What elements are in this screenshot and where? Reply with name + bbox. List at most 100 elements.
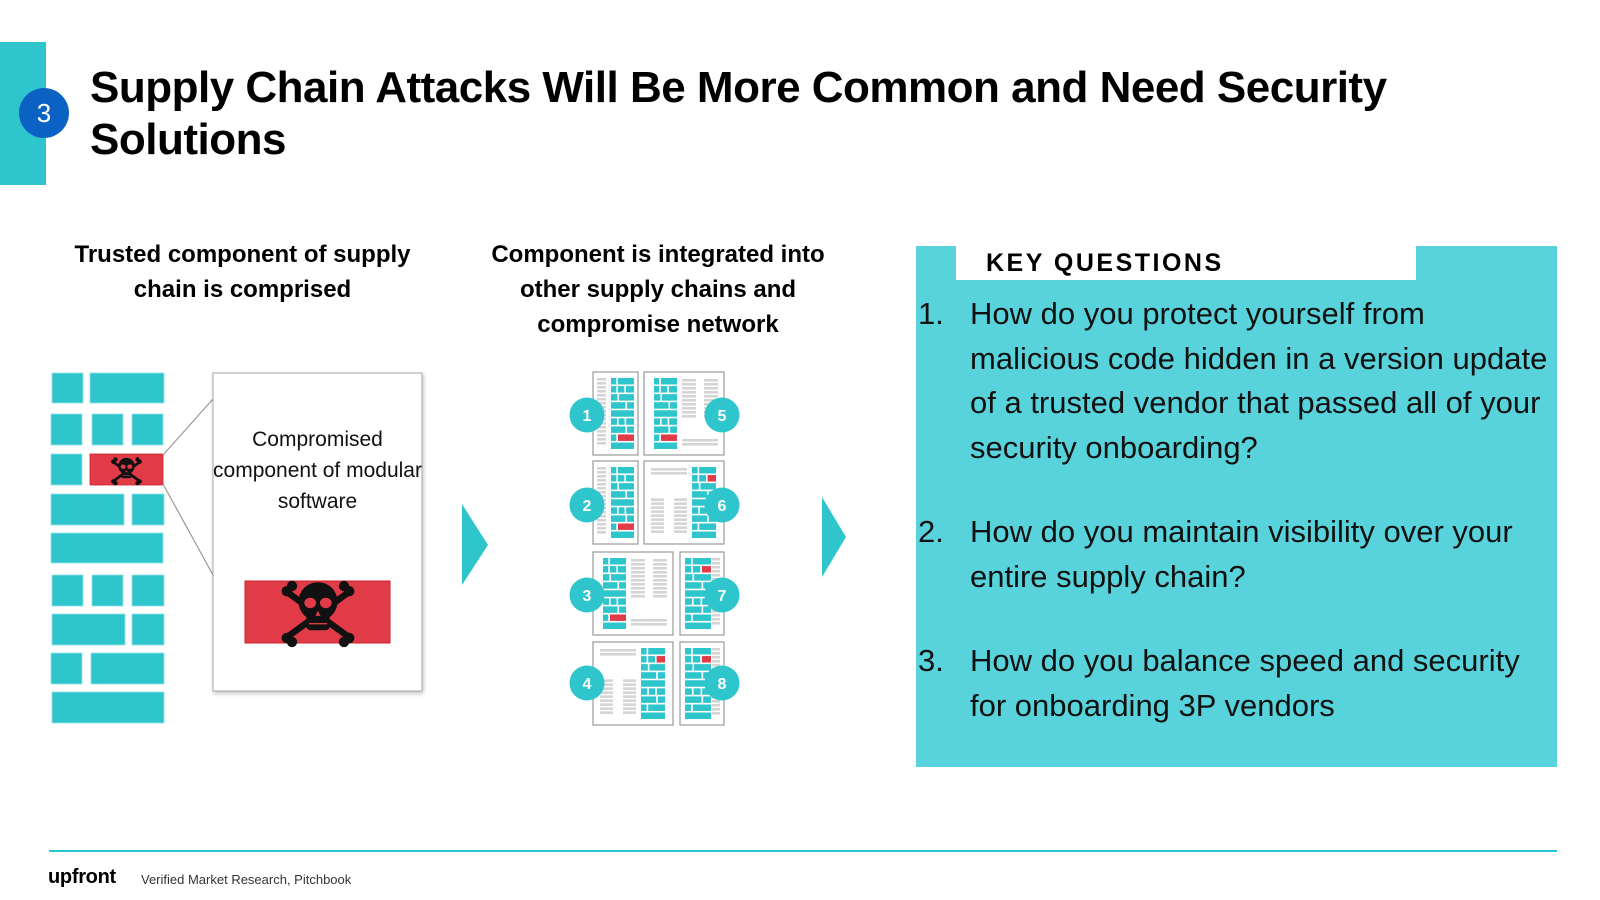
- brick: [603, 590, 626, 597]
- brick: [685, 582, 702, 589]
- brick: [641, 656, 647, 663]
- gray-brick: [653, 567, 667, 570]
- gray-brick: [704, 415, 718, 418]
- gray-brick: [704, 399, 718, 402]
- gray-brick: [712, 562, 720, 565]
- brick: [662, 394, 677, 401]
- brick: [611, 378, 617, 385]
- gray-brick: [704, 395, 718, 398]
- brick: [648, 688, 656, 695]
- brick: [611, 531, 634, 538]
- gray-brick: [631, 587, 645, 590]
- gray-brick: [682, 415, 696, 418]
- gray-brick: [597, 519, 606, 522]
- gray-brick: [651, 510, 664, 513]
- brick: [641, 664, 648, 671]
- gray-brick: [712, 578, 720, 581]
- gray-brick: [600, 687, 613, 690]
- gray-brick: [682, 391, 696, 394]
- brick: [627, 515, 634, 522]
- brick: [692, 467, 698, 474]
- brick: [611, 410, 634, 417]
- brick: [611, 386, 617, 393]
- brick: [685, 688, 692, 695]
- gray-brick: [631, 623, 667, 626]
- brick: [670, 402, 677, 409]
- gray-brick: [597, 531, 606, 534]
- gray-brick: [653, 563, 667, 566]
- compromised-brick: [660, 434, 677, 441]
- gray-brick: [712, 656, 720, 659]
- gray-brick: [600, 653, 636, 656]
- network-panel: [592, 551, 674, 636]
- gray-brick: [631, 591, 645, 594]
- brick: [625, 475, 634, 482]
- skull-crossbones-icon: [282, 581, 355, 647]
- brick: [699, 475, 706, 482]
- brick: [649, 664, 665, 671]
- compromised-brick: [701, 656, 711, 663]
- node-circle: [704, 577, 740, 613]
- brick: [685, 672, 702, 679]
- compromised-brick: [707, 475, 716, 482]
- brick: [692, 566, 701, 573]
- gray-brick: [597, 378, 606, 381]
- gray-brick: [682, 395, 696, 398]
- brick: [685, 606, 702, 613]
- gray-brick: [712, 664, 720, 667]
- callout-connector-top: [162, 398, 214, 456]
- brick: [692, 483, 699, 490]
- gray-brick: [600, 707, 613, 710]
- gray-brick: [712, 614, 720, 617]
- gray-brick: [674, 530, 687, 533]
- question-number: 1.: [918, 296, 944, 331]
- gray-brick: [597, 507, 606, 510]
- gray-brick: [712, 566, 720, 569]
- gray-brick: [597, 527, 606, 530]
- compromised-brick: [701, 566, 711, 573]
- gray-brick: [712, 574, 720, 577]
- gray-brick: [597, 438, 606, 441]
- gray-brick: [597, 386, 606, 389]
- question-text: How do you protect yourself from malicio…: [970, 296, 1548, 465]
- brick: [611, 434, 617, 441]
- brick: [50, 453, 83, 486]
- section-number-badge: 3: [19, 88, 69, 138]
- gray-brick: [712, 708, 720, 711]
- brick: [685, 704, 692, 711]
- node-circle: [704, 397, 740, 433]
- compromised-component-block: [244, 580, 391, 644]
- brick: [654, 418, 660, 425]
- gray-brick: [651, 518, 664, 521]
- gray-brick: [631, 575, 645, 578]
- gray-brick: [597, 483, 606, 486]
- gray-brick: [631, 595, 645, 598]
- gray-brick: [651, 530, 664, 533]
- gray-brick: [631, 579, 645, 582]
- gray-brick: [712, 590, 720, 593]
- brick: [656, 688, 665, 695]
- gray-brick: [597, 394, 606, 397]
- gray-brick: [597, 430, 606, 433]
- gray-brick: [712, 648, 720, 651]
- gray-brick: [597, 479, 606, 482]
- brick: [51, 691, 165, 724]
- brick: [692, 558, 711, 565]
- gray-brick: [682, 439, 718, 442]
- node-circle: [569, 487, 605, 523]
- panel-frame: [679, 551, 725, 636]
- arrow-right-icon: [462, 504, 488, 585]
- brick: [654, 434, 660, 441]
- gray-brick: [597, 382, 606, 385]
- gray-brick: [712, 594, 720, 597]
- network-node-badge: 7: [704, 577, 740, 613]
- network-node-badge: 5: [704, 397, 740, 433]
- brick: [654, 410, 677, 417]
- gray-brick: [631, 583, 645, 586]
- brick: [51, 613, 126, 646]
- panel-frame: [643, 371, 725, 456]
- compromised-brick: [609, 614, 626, 621]
- brick: [692, 531, 716, 538]
- gray-brick: [623, 703, 636, 706]
- brick: [131, 574, 165, 607]
